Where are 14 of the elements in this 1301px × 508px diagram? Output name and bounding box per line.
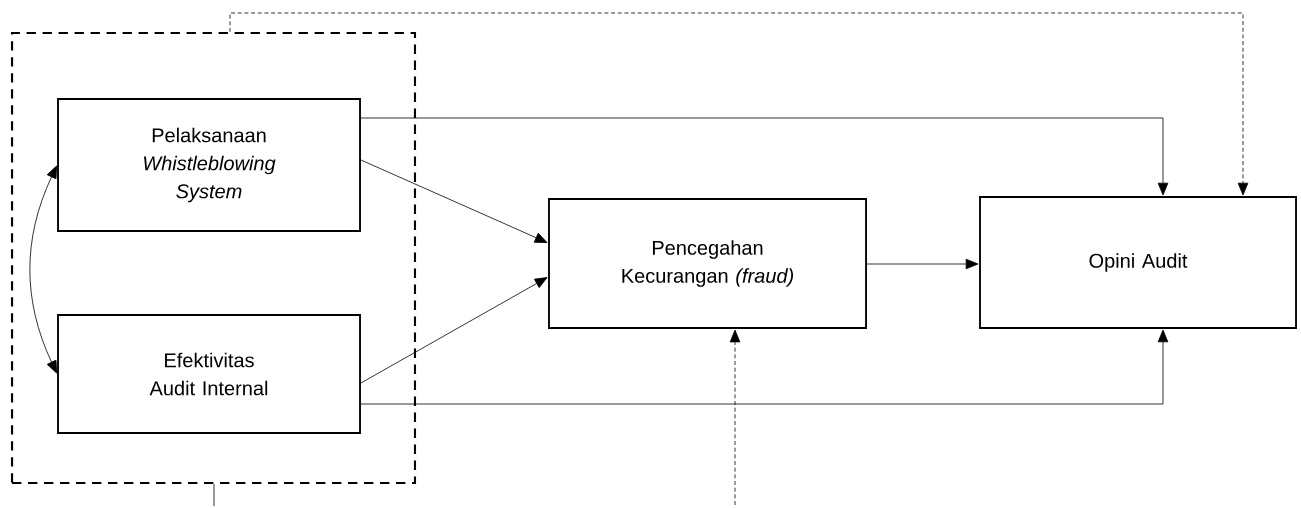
arrow	[360, 117, 1169, 196]
variable-box: Pelaksanaan Whistleblowing System	[57, 98, 361, 232]
dashed-arrow	[229, 12, 1249, 196]
arrow	[360, 329, 1169, 405]
double-headed-arrow	[29, 165, 57, 374]
variable-box: Efektivitas Audit Internal	[57, 314, 361, 434]
arrow	[360, 277, 548, 384]
line	[213, 483, 215, 507]
dashed-group-frame	[10, 31, 417, 485]
dashed-arrow	[729, 329, 741, 506]
arrow	[866, 258, 979, 270]
arrow	[360, 159, 548, 243]
variable-box: Pencegahan Kecurangan (fraud)	[548, 198, 867, 329]
variable-box: Opini Audit	[979, 196, 1297, 329]
